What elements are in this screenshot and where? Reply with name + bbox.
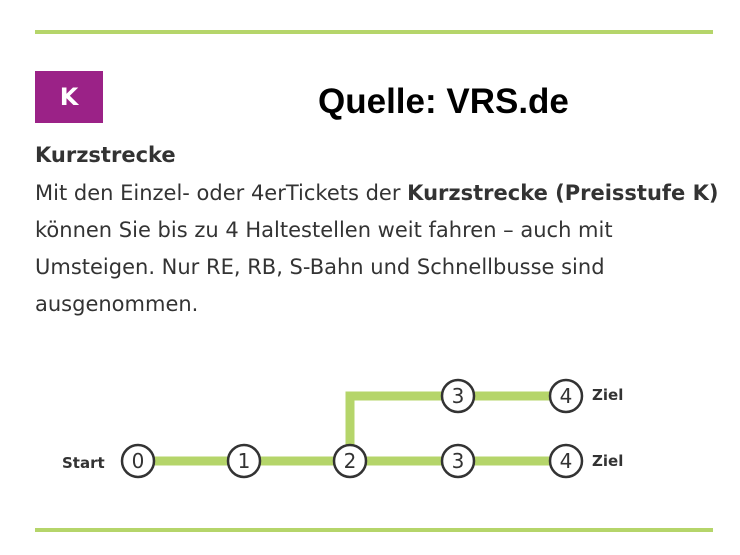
description-text-1: Mit den Einzel- oder 4erTickets der — [35, 181, 408, 205]
branch-stop-4: 4 — [548, 378, 584, 414]
stop-2-label: 2 — [344, 449, 357, 473]
branch-route-line — [345, 391, 566, 461]
stop-2: 2 — [332, 443, 368, 479]
stop-3-label: 3 — [452, 449, 465, 473]
start-label: Start — [62, 454, 105, 472]
source-credit: Quelle: VRS.de — [318, 82, 569, 121]
branch-destination-label: Ziel — [592, 386, 623, 404]
description-bold: Kurzstrecke (Preisstufe K) — [407, 181, 719, 205]
top-divider — [35, 30, 713, 34]
bottom-divider — [35, 528, 713, 532]
main-destination-label: Ziel — [592, 452, 623, 470]
branch-stop-4-label: 4 — [560, 384, 573, 408]
stop-4-label: 4 — [560, 449, 573, 473]
stop-3: 3 — [440, 443, 476, 479]
branch-stop-3: 3 — [440, 378, 476, 414]
stop-1: 1 — [226, 443, 262, 479]
fare-level-badge: K — [35, 71, 103, 123]
badge-label: K — [59, 83, 79, 111]
section-heading: Kurzstrecke — [35, 143, 176, 167]
branch-stop-3-label: 3 — [452, 384, 465, 408]
stop-4: 4 — [548, 443, 584, 479]
stop-0: 0 — [120, 443, 156, 479]
stop-0-label: 0 — [132, 449, 145, 473]
stop-1-label: 1 — [238, 449, 251, 473]
description-text-2: können Sie bis zu 4 Haltestellen weit fa… — [35, 218, 613, 316]
description-paragraph: Mit den Einzel- oder 4erTickets der Kurz… — [35, 175, 725, 323]
